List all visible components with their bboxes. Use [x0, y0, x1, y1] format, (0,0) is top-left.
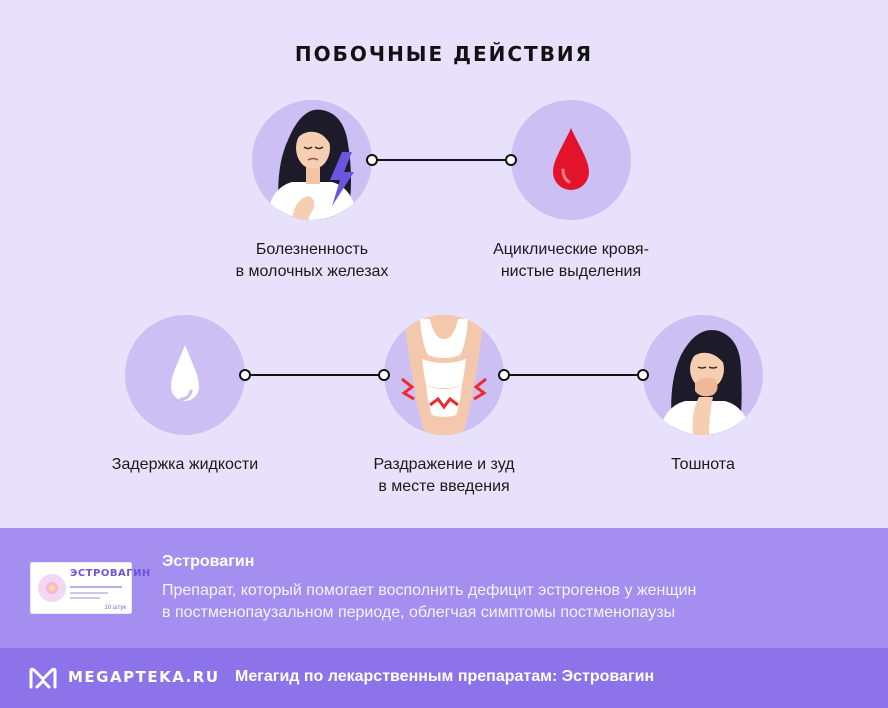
side-effect-label: Болезненность в молочных железах — [235, 241, 389, 280]
connector-dot — [378, 369, 390, 381]
connector-line — [245, 374, 384, 376]
woman-chest-pain-icon — [252, 100, 372, 220]
package-label: ЭСТРОВАГИН — [70, 568, 151, 579]
connector-dot — [505, 154, 517, 166]
footer-bar: MEGAPTEKA.RU Мегагид по лекарственным пр… — [0, 648, 888, 708]
connector-dot — [239, 369, 251, 381]
connector-dot — [498, 369, 510, 381]
woman-nausea-icon — [643, 315, 763, 435]
water-drop-icon — [125, 315, 245, 435]
connector-dot — [637, 369, 649, 381]
connector-line — [504, 374, 643, 376]
side-effect-label: Раздражение и зуд в месте введения — [373, 456, 515, 495]
side-effect-label: Ациклические кровя- нистые выделения — [493, 241, 649, 280]
body-irritation-icon — [384, 315, 504, 435]
product-info-bar: ЭСТРОВАГИН 10 штук Эстровагин Препарат, … — [0, 528, 888, 648]
product-package-image: ЭСТРОВАГИН 10 штук — [29, 561, 150, 615]
package-count: 10 штук — [104, 605, 126, 611]
side-effect-label: Тошнота — [671, 456, 735, 473]
megapteka-logo-icon — [28, 665, 58, 691]
brand-name[interactable]: MEGAPTEKA.RU — [68, 668, 220, 686]
page-title: ПОБОЧНЫЕ ДЕЙСТВИЯ — [294, 42, 594, 66]
product-name: Эстровагин — [162, 553, 255, 570]
side-effects-panel: ПОБОЧНЫЕ ДЕЙСТВИЯ Болезненность в молочн… — [111, 42, 763, 495]
side-effect-label: Задержка жидкости — [111, 456, 259, 473]
blood-drop-icon — [511, 100, 631, 220]
footer-tagline: Мегагид по лекарственным препаратам: Эст… — [235, 668, 655, 685]
connector-dot — [366, 154, 378, 166]
product-description: Препарат, который помогает восполнить де… — [162, 582, 697, 621]
connector-line — [372, 159, 511, 161]
